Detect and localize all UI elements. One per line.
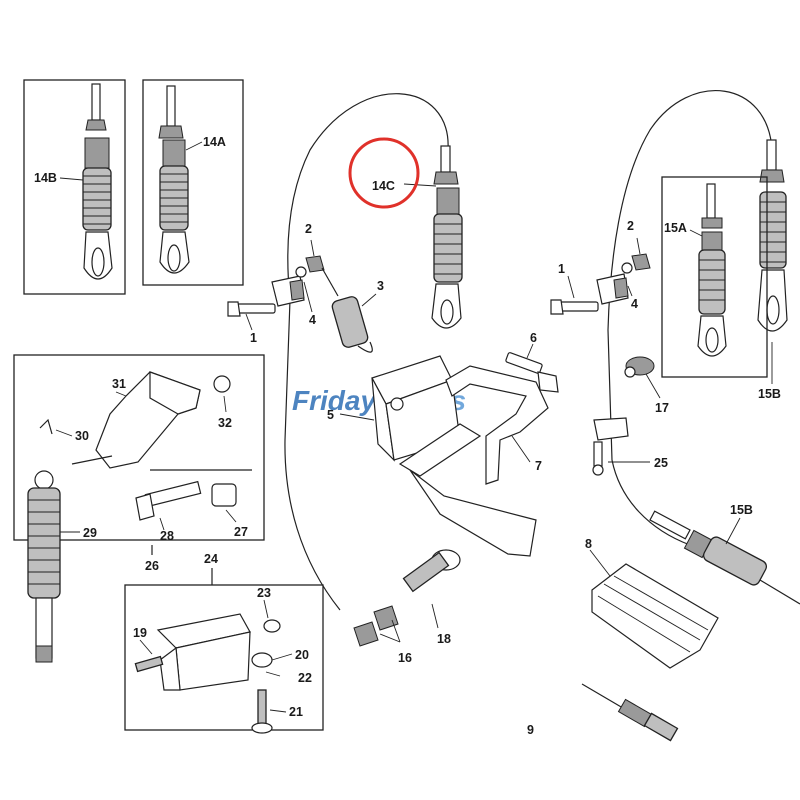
- callout-31: 31: [112, 377, 126, 391]
- clip-17: [624, 356, 661, 399]
- callout-9: 9: [527, 723, 534, 737]
- inset-box-15A: [661, 176, 768, 378]
- callout-32: 32: [218, 416, 232, 430]
- bracket-assembly-right: [550, 237, 651, 315]
- highlight-circle-14C: [348, 137, 420, 209]
- callout-2-left: 2: [305, 222, 312, 236]
- inset-box-26: [13, 354, 265, 541]
- boot-14B: [82, 167, 112, 231]
- bolt-18-and-nuts-16: [353, 549, 461, 647]
- cable-14C: [284, 93, 463, 611]
- callout-28: 28: [160, 529, 174, 543]
- callout-22: 22: [298, 671, 312, 685]
- callout-8: 8: [585, 537, 592, 551]
- cable-15B-lower: [649, 510, 800, 605]
- callout-25: 25: [654, 456, 668, 470]
- callout-15B-box: 15B: [758, 387, 781, 401]
- callout-14A: 14A: [203, 135, 226, 149]
- inset-box-24: [124, 584, 324, 734]
- callout-18: 18: [437, 632, 451, 646]
- callout-15A: 15A: [664, 221, 687, 235]
- rod-9: [581, 683, 679, 742]
- callout-29: 29: [83, 526, 97, 540]
- callout-1-right: 1: [558, 262, 565, 276]
- callout-19: 19: [133, 626, 147, 640]
- callout-1-left: 1: [250, 331, 257, 345]
- boot-14A: [159, 165, 189, 231]
- spring-29: [27, 470, 80, 663]
- cable-15: [607, 90, 788, 546]
- pedal-assembly: [339, 343, 559, 557]
- callout-20: 20: [295, 648, 309, 662]
- callout-3: 3: [377, 279, 384, 293]
- callout-17: 17: [655, 401, 669, 415]
- bracket-assembly-left: [227, 239, 377, 353]
- callout-24: 24: [204, 552, 218, 566]
- callout-4-left: 4: [309, 313, 316, 327]
- callout-26: 26: [145, 559, 159, 573]
- inset-box-14A: [142, 79, 244, 286]
- clamp-25: [592, 417, 650, 476]
- callout-7: 7: [535, 459, 542, 473]
- callout-23: 23: [257, 586, 271, 600]
- callout-5: 5: [327, 408, 334, 422]
- callout-2-right: 2: [627, 219, 634, 233]
- callout-6: 6: [530, 331, 537, 345]
- callout-labels: 14B 14A 14C 15A 15B 15B 1 2 3 4 1 2 4 5 …: [34, 135, 781, 737]
- callout-4-right: 4: [631, 297, 638, 311]
- callout-15B-lower: 15B: [730, 503, 753, 517]
- callout-16: 16: [398, 651, 412, 665]
- pedal-pad-8: [589, 549, 719, 669]
- callout-27: 27: [234, 525, 248, 539]
- callout-14B-box: 14B: [34, 171, 57, 185]
- watermark-friday: Friday: [292, 385, 377, 416]
- callout-30: 30: [75, 429, 89, 443]
- callout-14C: 14C: [372, 179, 395, 193]
- callout-21: 21: [289, 705, 303, 719]
- inset-box-14B: [23, 79, 126, 295]
